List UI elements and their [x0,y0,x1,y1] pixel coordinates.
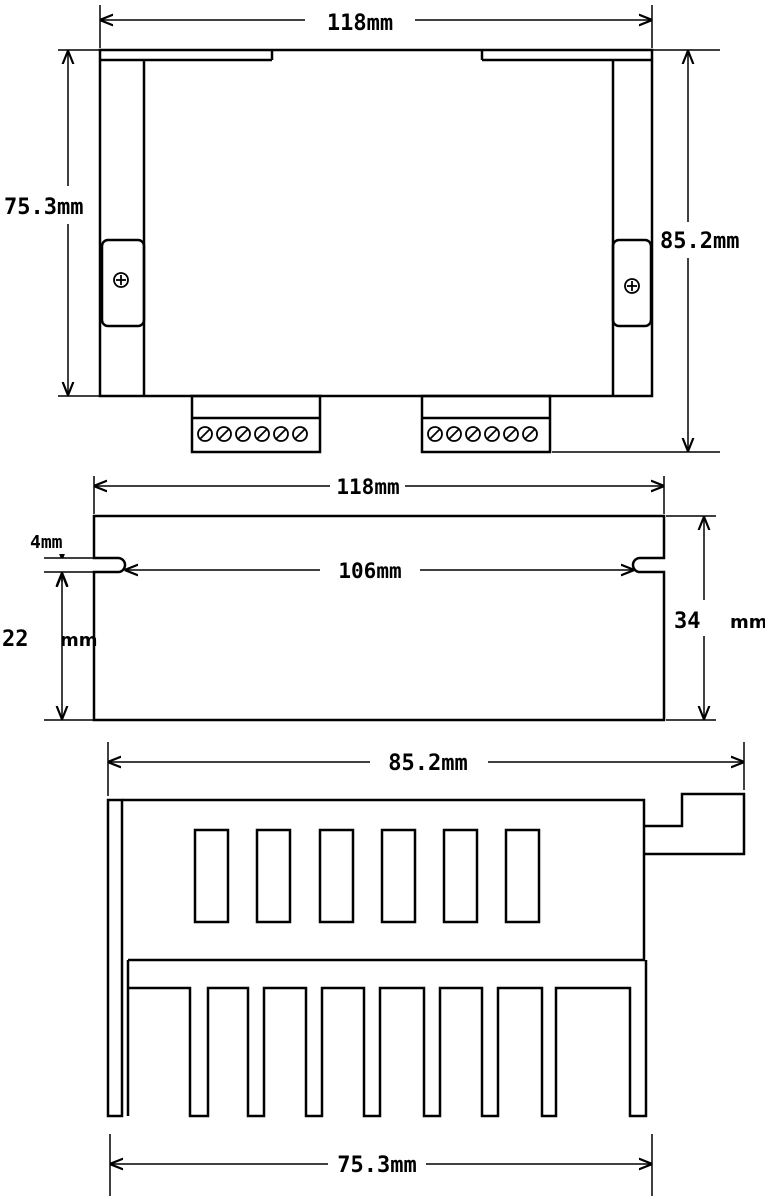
height-unit: mm [730,612,765,633]
driver-body-top [98,48,654,398]
lower-height-value: 22 [2,627,29,652]
connector-pins [193,828,541,924]
slot-spacing-label: 106mm [338,559,401,583]
mount-tab-left [100,238,146,328]
terminal-block-right [420,394,552,454]
side-cover-plate [106,798,124,1118]
front-width-label: 118mm [336,475,399,499]
top-depth-label: 75.3mm [4,195,83,220]
top-view [58,5,720,454]
enclosure-body-side [122,798,646,962]
slot-offset-label: 4mm [30,532,63,553]
side-base-label: 75.3mm [337,1153,416,1178]
mount-screw-left [113,272,129,288]
height-value: 34 [674,609,701,634]
driver-body-front [92,514,666,722]
side-view [106,742,746,1196]
mount-screw-right [624,278,640,294]
terminal-connector-side [644,792,746,856]
mount-tab-right [611,238,653,328]
lower-height-unit: mm [60,630,98,651]
top-width-label: 118mm [327,11,393,36]
heatsink-fins [126,960,648,1118]
top-overall-depth-label: 85.2mm [660,229,739,254]
front-view [44,476,716,722]
side-overall-label: 85.2mm [388,751,467,776]
terminal-block-left [190,394,322,454]
